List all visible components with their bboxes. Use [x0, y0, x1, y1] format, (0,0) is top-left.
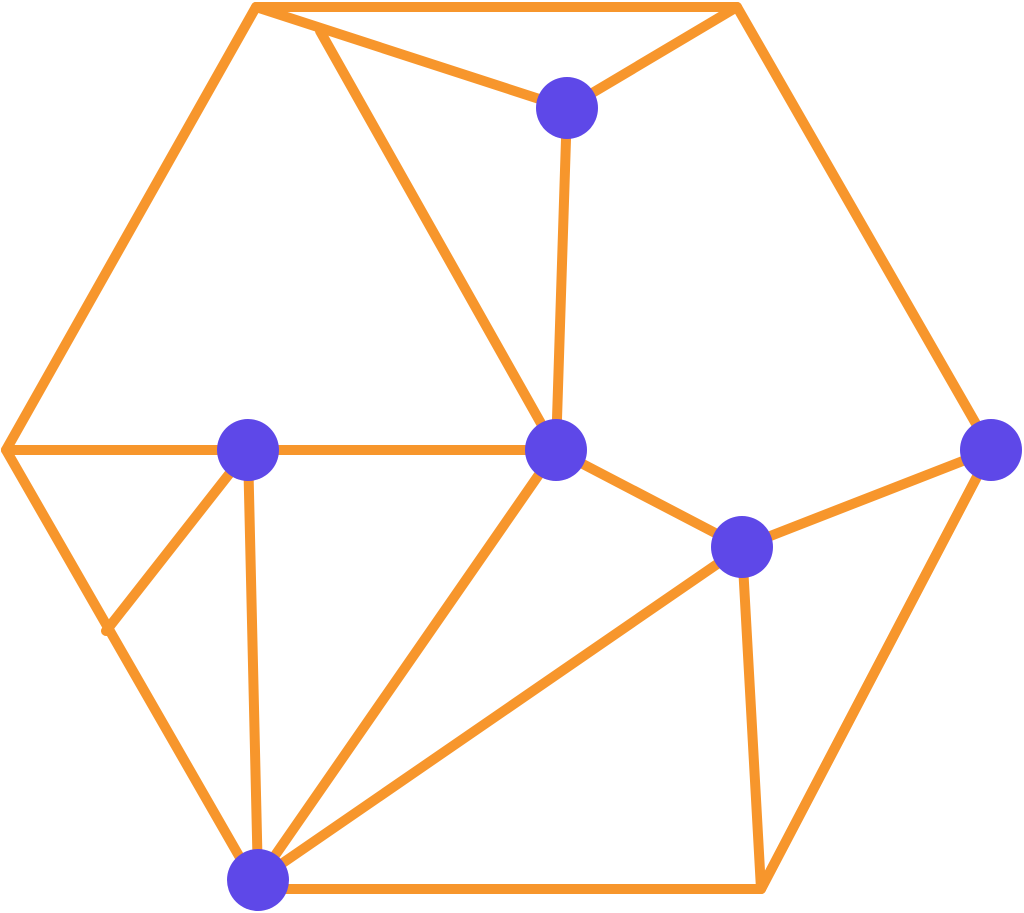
node-bottom: [227, 849, 289, 911]
graph-edge: [737, 445, 996, 552]
graph-edge: [551, 103, 572, 455]
node-top: [536, 77, 598, 139]
graph-edge: [315, 26, 561, 455]
graph-edge: [101, 445, 253, 636]
graph-edge: [251, 2, 572, 113]
hexagon-edge: [732, 2, 996, 455]
graph-edge: [737, 542, 766, 894]
graph-edge: [253, 445, 561, 885]
hexagon-edge: [1, 445, 263, 894]
node-right: [711, 516, 773, 578]
node-left: [217, 419, 279, 481]
graph-edge: [562, 2, 742, 113]
graph-edge: [243, 445, 263, 885]
edges-layer: [1, 2, 996, 894]
node-far-right: [960, 419, 1022, 481]
nodes-layer: [217, 77, 1022, 911]
node-center: [525, 419, 587, 481]
graph-edge: [253, 542, 747, 885]
graph-edge: [756, 445, 996, 894]
hexagon-edge: [1, 2, 261, 455]
graph-edge: [551, 445, 747, 552]
